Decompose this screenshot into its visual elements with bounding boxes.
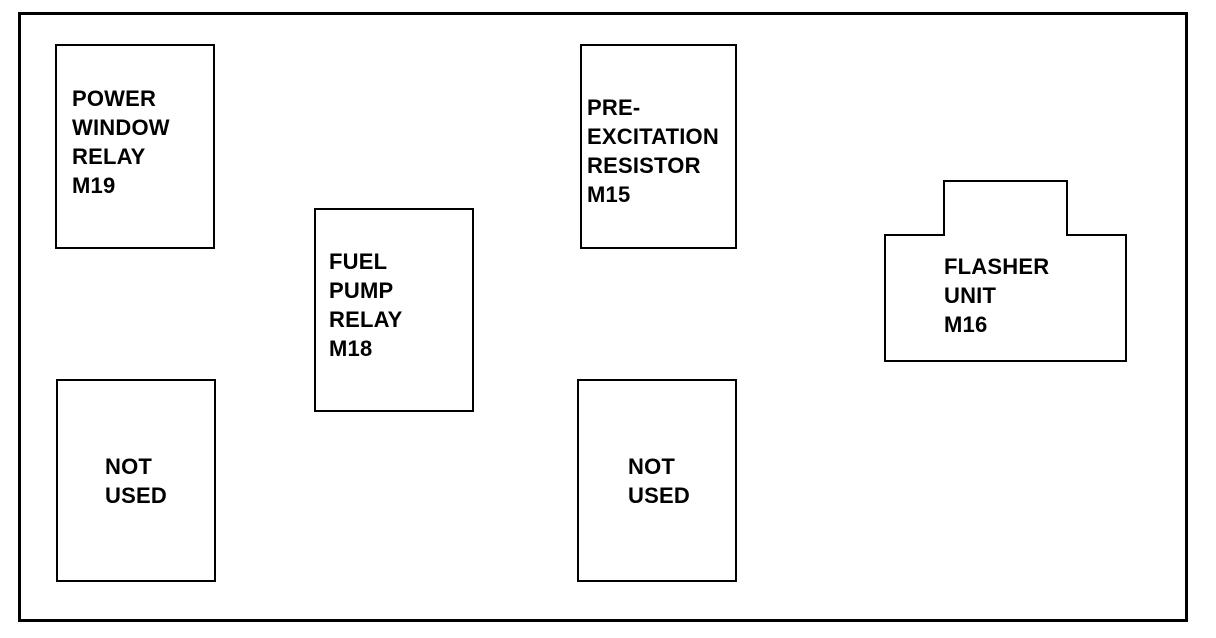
label-line: WINDOW	[72, 115, 170, 140]
fuel-pump-relay-box	[314, 208, 474, 412]
label-line: M19	[72, 173, 116, 198]
label-line: RESISTOR	[587, 153, 701, 178]
fuel-pump-relay-label: FUEL PUMP RELAY M18	[329, 247, 403, 363]
label-line: M18	[329, 336, 373, 361]
label-line: EXCITATION	[587, 124, 719, 149]
label-line: M15	[587, 182, 631, 207]
label-line: PUMP	[329, 278, 394, 303]
not-used-left-box	[56, 379, 216, 582]
label-line: FUEL	[329, 249, 388, 274]
pre-excitation-resistor-box	[580, 44, 737, 249]
label-line: UNIT	[944, 283, 997, 308]
flasher-unit-label: FLASHER UNIT M16	[944, 252, 1049, 339]
label-line: RELAY	[72, 144, 146, 169]
not-used-right-label: NOT USED	[628, 452, 690, 510]
power-window-relay-label: POWER WINDOW RELAY M19	[72, 84, 170, 200]
label-line: USED	[105, 483, 167, 508]
not-used-right-box	[577, 379, 737, 582]
not-used-left-label: NOT USED	[105, 452, 167, 510]
label-line: NOT	[105, 454, 153, 479]
label-line: FLASHER	[944, 254, 1050, 279]
pre-excitation-resistor-label: PRE- EXCITATION RESISTOR M15	[587, 93, 719, 209]
power-window-relay-box	[55, 44, 215, 249]
label-line: PRE-	[587, 95, 641, 120]
label-line: M16	[944, 312, 988, 337]
label-line: NOT	[628, 454, 676, 479]
label-line: POWER	[72, 86, 157, 111]
label-line: RELAY	[329, 307, 403, 332]
label-line: USED	[628, 483, 690, 508]
fuse-panel-outline	[18, 12, 1188, 622]
